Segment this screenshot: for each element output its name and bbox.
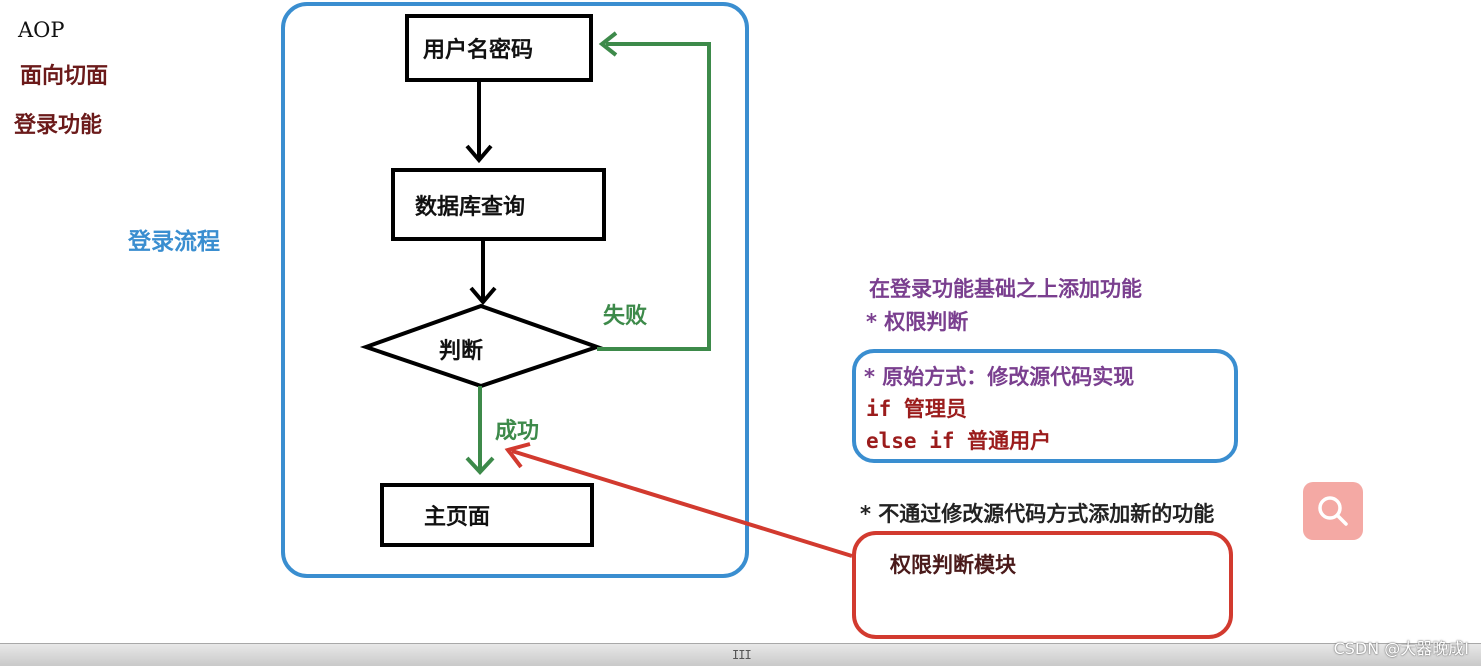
node-credentials: 用户名密码 [405,14,593,82]
note-original-way: * 原始方式：修改源代码实现 [864,365,1135,389]
node-home-label: 主页面 [424,505,491,530]
node-home: 主页面 [380,483,594,547]
node-decision-label: 判断 [439,339,484,364]
note-new-way: * 不通过修改源代码方式添加新的功能 [860,502,1215,526]
original-way-frame [852,349,1238,463]
search-icon [1318,496,1348,526]
arrow-success [465,386,495,475]
label-login-feature: 登录功能 [14,113,103,138]
label-aop: AOP [18,18,65,42]
node-db-query: 数据库查询 [391,168,606,241]
arrow-module-insert [504,442,853,558]
edge-fail-label: 失败 [603,304,648,329]
code-if-line: if 管理员 [866,397,967,421]
node-db-query-label: 数据库查询 [415,194,526,220]
arrow-query-to-decision [469,240,497,306]
note-permission-item: * 权限判断 [866,310,969,334]
watermark: CSDN @大器晚成I [1333,639,1469,658]
label-login-flow: 登录流程 [128,229,220,255]
edge-success-label: 成功 [495,419,540,444]
horizontal-scrollbar[interactable]: III [0,643,1481,666]
search-button[interactable] [1303,482,1363,540]
scrollbar-grip-icon[interactable]: III [732,648,752,662]
arrow-fail-loop [597,31,711,351]
code-else-line: else if 普通用户 [866,429,1052,453]
permission-module-label: 权限判断模块 [890,553,1016,577]
node-credentials-label: 用户名密码 [423,38,534,63]
arrow-credentials-to-query [465,80,493,164]
note-extend-title: 在登录功能基础之上添加功能 [869,277,1142,301]
permission-module-frame [852,531,1233,639]
label-aspect-oriented: 面向切面 [20,64,109,89]
login-flow-frame [281,2,749,578]
